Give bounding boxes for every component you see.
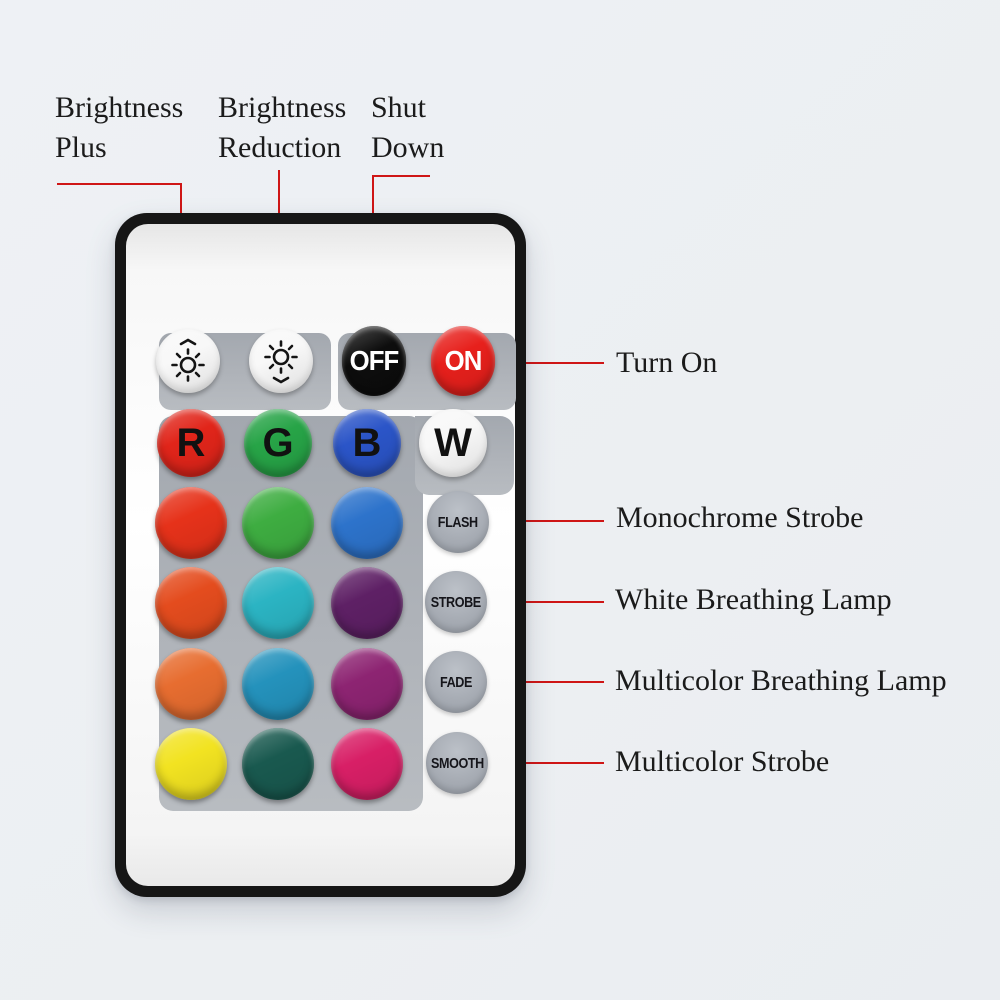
color-key[interactable] xyxy=(155,487,227,559)
green-channel-button[interactable]: G xyxy=(244,409,312,477)
label-line: Brightness xyxy=(55,91,184,124)
brightness-down-icon xyxy=(258,338,304,384)
brightness-reduction-button[interactable] xyxy=(249,329,313,393)
color-key[interactable] xyxy=(331,728,403,800)
callout-line-multicolor-breathing-lamp xyxy=(466,681,604,683)
callout-line-white-breathing-lamp xyxy=(466,601,604,603)
callout-line-shut-down-h xyxy=(372,175,430,177)
white-channel-label: W xyxy=(434,420,472,465)
flash-button[interactable]: FLASH xyxy=(427,491,489,553)
label-brightness-plus: Brightness Plus xyxy=(55,88,183,168)
label-white-breathing-lamp: White Breathing Lamp xyxy=(615,583,892,616)
label-line: Reduction xyxy=(218,131,342,164)
label-multicolor-strobe: Multicolor Strobe xyxy=(615,745,830,778)
label-line: Down xyxy=(371,131,445,164)
on-button-label: ON xyxy=(444,345,483,376)
callout-line-monochrome-strobe xyxy=(468,520,604,522)
label-line: Shut xyxy=(371,91,427,124)
callout-line-brightness-plus-h xyxy=(57,183,182,185)
color-key[interactable] xyxy=(331,648,403,720)
blue-channel-button[interactable]: B xyxy=(333,409,401,477)
color-key[interactable] xyxy=(242,567,314,639)
green-channel-label: G xyxy=(262,420,294,465)
white-channel-button[interactable]: W xyxy=(419,409,487,477)
smooth-button[interactable]: SMOOTH xyxy=(426,732,488,794)
color-key[interactable] xyxy=(242,728,314,800)
color-key[interactable] xyxy=(155,728,227,800)
color-key[interactable] xyxy=(242,648,314,720)
smooth-button-label: SMOOTH xyxy=(430,754,484,772)
label-shut-down: Shut Down xyxy=(371,88,444,168)
label-monochrome-strobe: Monochrome Strobe xyxy=(616,501,864,534)
label-multicolor-breathing-lamp: Multicolor Breathing Lamp xyxy=(615,664,947,697)
color-key[interactable] xyxy=(155,648,227,720)
fade-button-label: FADE xyxy=(440,673,472,691)
strobe-button[interactable]: STROBE xyxy=(425,571,487,633)
red-channel-label: R xyxy=(176,420,206,465)
label-line: Brightness xyxy=(218,91,347,124)
blue-channel-label: B xyxy=(352,420,382,465)
label-turn-on: Turn On xyxy=(616,346,718,379)
fade-button[interactable]: FADE xyxy=(425,651,487,713)
color-key[interactable] xyxy=(242,487,314,559)
callout-line-turn-on xyxy=(470,362,604,364)
label-brightness-reduction: Brightness Reduction xyxy=(218,88,346,168)
off-button[interactable]: OFF xyxy=(341,326,407,396)
callout-line-multicolor-strobe xyxy=(468,762,604,764)
label-line: Plus xyxy=(55,131,107,164)
strobe-button-label: STROBE xyxy=(430,593,481,611)
color-key[interactable] xyxy=(155,567,227,639)
red-channel-button[interactable]: R xyxy=(157,409,225,477)
color-key[interactable] xyxy=(331,487,403,559)
color-key[interactable] xyxy=(331,567,403,639)
flash-button-label: FLASH xyxy=(438,513,478,531)
on-button[interactable]: ON xyxy=(430,326,496,396)
brightness-plus-button[interactable] xyxy=(156,329,220,393)
brightness-up-icon xyxy=(165,338,211,384)
off-button-label: OFF xyxy=(349,345,400,376)
